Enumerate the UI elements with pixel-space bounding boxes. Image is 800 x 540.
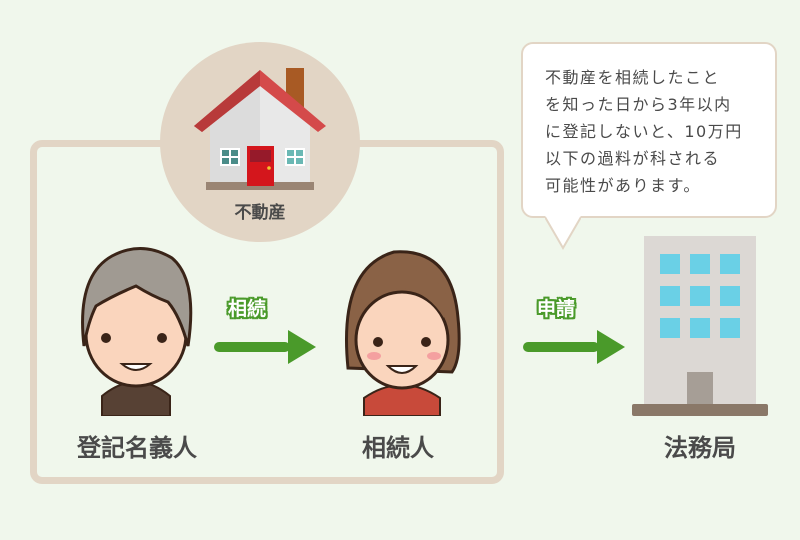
callout-line: 不動産を相続したこと [545, 68, 721, 87]
heir-label: 相続人 [362, 434, 434, 462]
apply-arrow-label: 申請 [537, 298, 576, 320]
registered-owner-label: 登記名義人 [77, 434, 197, 462]
callout-bubble: 不動産を相続したこと を知った日から3年以内 に登記しないと、10万円 以下の過… [521, 42, 777, 218]
inherit-arrow-icon [214, 330, 316, 364]
callout-line: 以下の過料が科される [545, 149, 721, 168]
callout-text: 不動産を相続したこと を知った日から3年以内 に登記しないと、10万円 以下の過… [545, 64, 765, 199]
elderly-man-icon [81, 246, 193, 416]
office-building-icon [632, 236, 768, 416]
callout-line: 可能性があります。 [545, 176, 701, 195]
woman-icon [344, 250, 461, 416]
property-label: 不動産 [234, 203, 286, 223]
property-circle: 不動産 [160, 42, 360, 242]
house-icon [194, 68, 326, 190]
inherit-arrow-label: 相続 [228, 298, 267, 320]
legal-bureau-label: 法務局 [664, 434, 736, 462]
apply-arrow-icon [523, 330, 625, 364]
callout-tail [545, 216, 581, 250]
callout-line: に登記しないと、10万円 [545, 122, 743, 141]
callout-line: を知った日から3年以内 [545, 95, 732, 114]
